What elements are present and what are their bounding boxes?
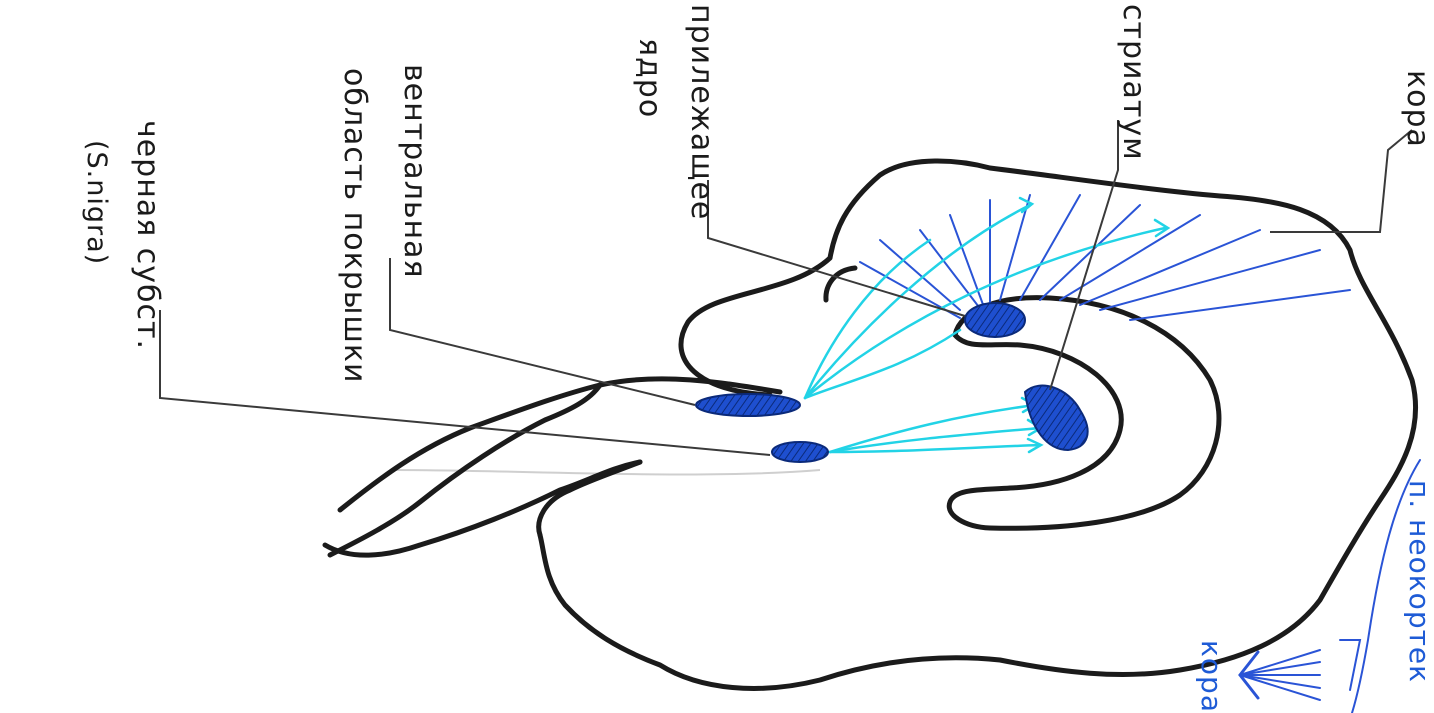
projection-line [1020,195,1080,300]
leader-striatum [1050,120,1118,390]
label-substantia-nigra: черная субст. [130,120,165,350]
label-accumbens-line1: прилежащее [684,4,719,220]
margin-line [1340,640,1360,690]
substantia-nigra-nucleus [772,442,828,462]
label-vta-line1: вентральная [397,64,432,279]
label-accumbens-line2: ядро [632,38,667,118]
brain-outline [325,161,1416,688]
label-substantia-nigra-latin: (S.nigra) [81,140,112,265]
projection-line [1130,290,1350,320]
leader-cortex [1270,130,1412,232]
label-neocortex-fragment: п. неокортек [1403,480,1434,683]
spinal-cord [325,462,640,555]
label-vta-line2: область покрышки [337,68,372,384]
notch-line [826,268,855,300]
leader-vta [390,258,695,405]
nigrostriatal-path-1 [830,405,1035,452]
projection-line [880,240,960,310]
projection-line [1080,230,1260,305]
label-cortex-fragment: кора [1400,70,1434,148]
ventral-tegmental-area-nucleus [696,394,800,416]
label-arrow-cortex: кора [1195,640,1228,713]
mesolimbic-path [805,330,960,398]
leader-substantia-nigra [160,310,770,455]
striatum-nucleus [1025,386,1088,450]
projection-line [1100,250,1320,310]
cortex-outer-contour [540,161,1416,688]
nucleus-accumbens-nucleus [965,303,1025,337]
label-striatum: стриатум [1116,4,1151,161]
